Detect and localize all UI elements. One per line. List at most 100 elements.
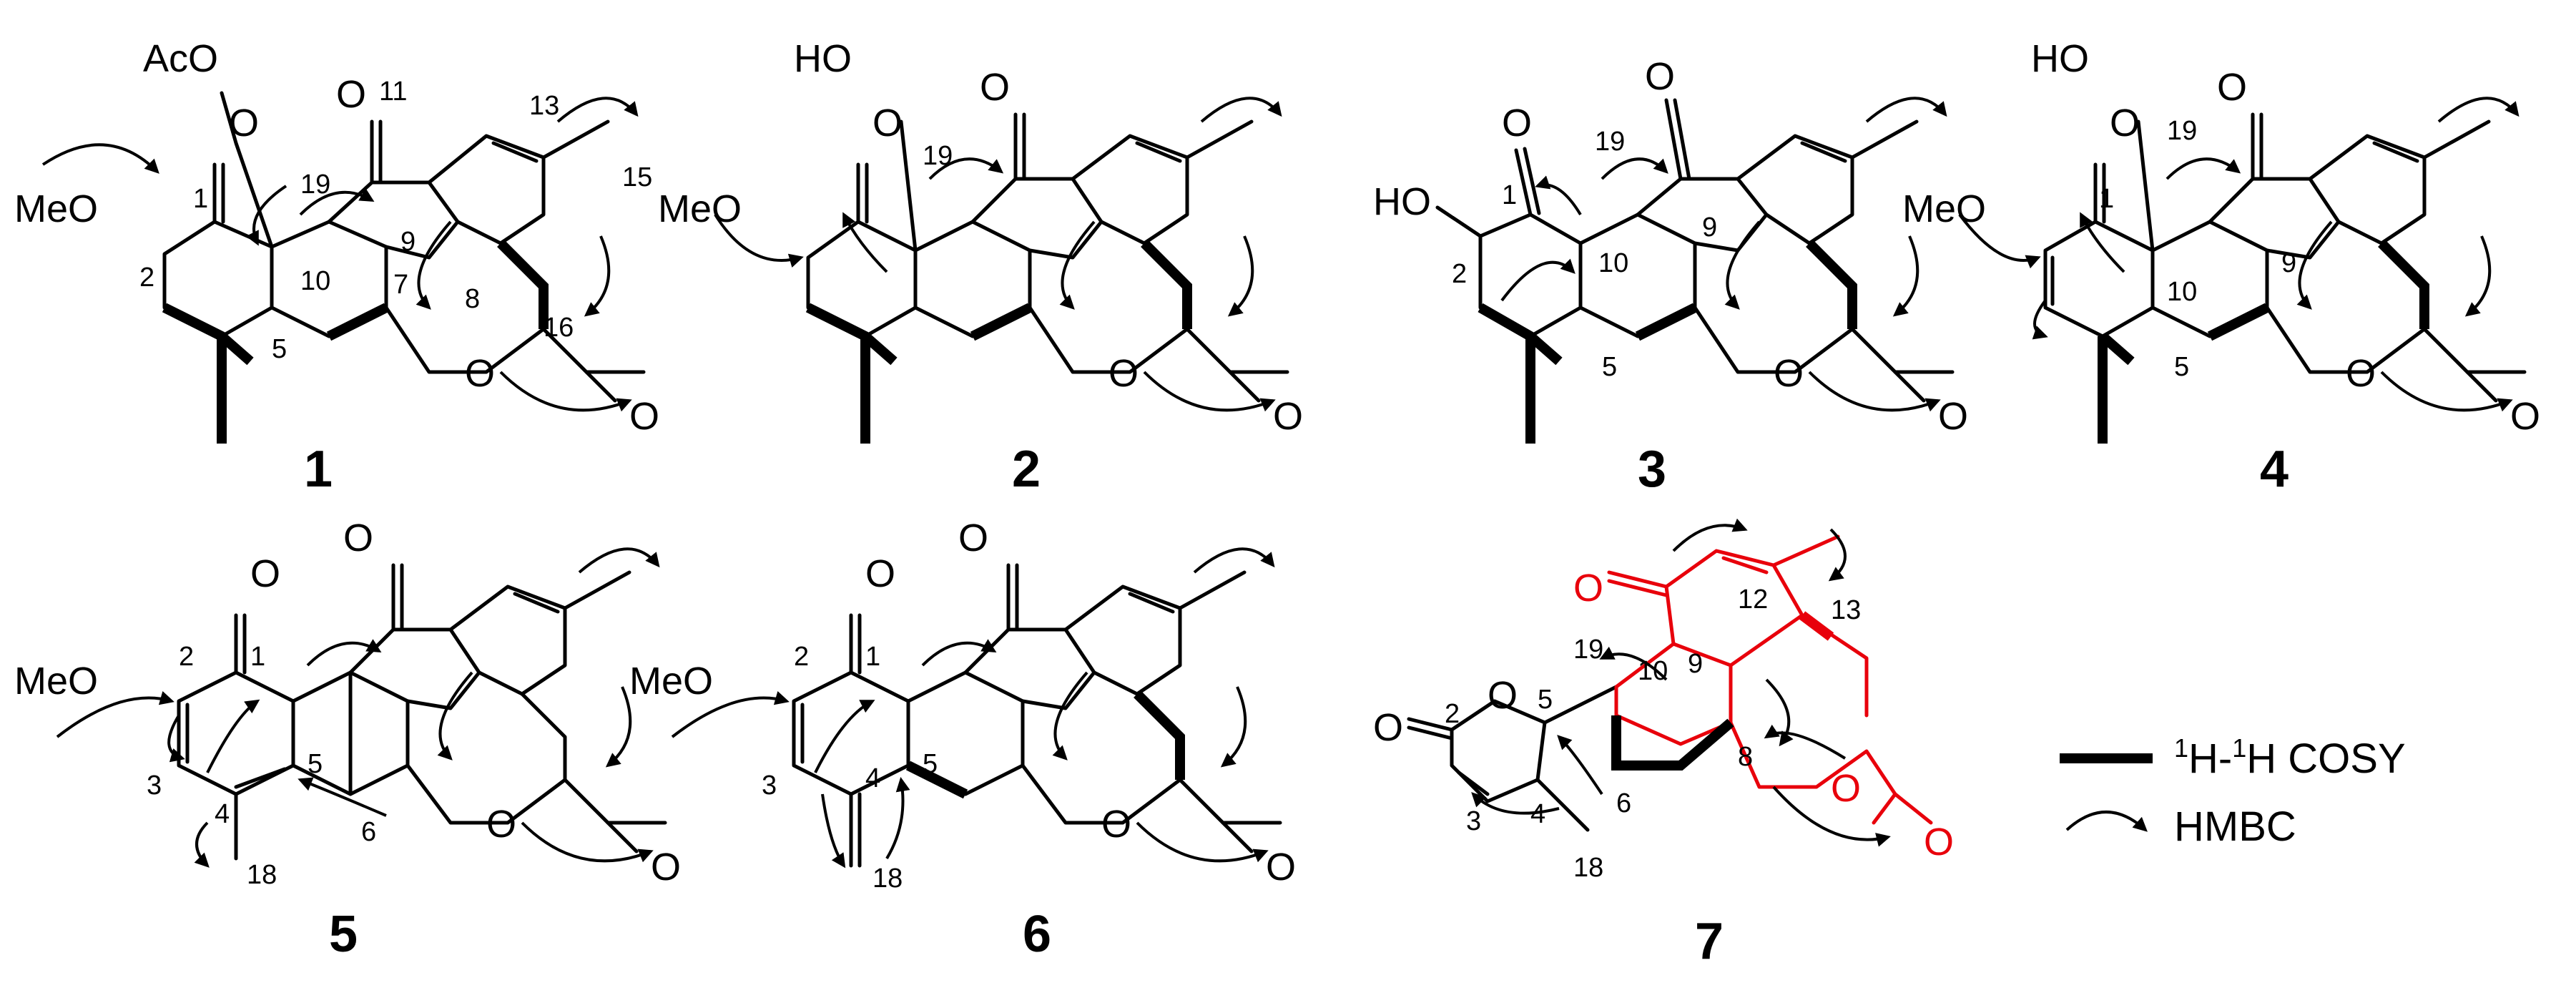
atom-number: 13	[1831, 595, 1861, 625]
atom-number: 1	[2099, 184, 2114, 214]
atom-number: 5	[272, 334, 287, 364]
atom-number: 5	[1602, 352, 1617, 382]
carbonyl-o-c1: O	[865, 552, 895, 595]
carbonyl-o-c1: O	[872, 102, 903, 145]
atom-number: 10	[2167, 277, 2197, 307]
atom-number: 5	[1538, 685, 1553, 715]
compound-6-structure: O O MeO O O 2 1 5 3 4 18 6	[629, 517, 1296, 963]
carbonyl-o-c1: O	[229, 102, 259, 145]
lactone-carbonyl-o: O	[1924, 821, 1954, 864]
carbonyl-o-c11: O	[980, 66, 1010, 109]
compound-label-6: 6	[1023, 906, 1051, 963]
atom-number: 6	[361, 817, 376, 847]
atom-number: 9	[400, 227, 416, 257]
butenolide-ring-o: O	[1488, 674, 1518, 717]
compound-label-1: 1	[304, 441, 333, 498]
legend: 1H-1H COSY HMBC	[2060, 733, 2406, 850]
atom-number: 3	[147, 771, 162, 801]
compound-7-structure: O O O O O 12 13 19 10 9 5 2 8 3 4 6 18 7	[1373, 518, 1954, 970]
atom-number: 19	[923, 141, 953, 171]
lactone-o: O	[1774, 352, 1804, 395]
atom-number: 16	[544, 313, 574, 343]
butenolide-carbonyl-o: O	[1373, 706, 1403, 749]
atom-number: 9	[1702, 212, 1717, 243]
hydroxy-label: HO	[2031, 37, 2089, 80]
carbonyl-o-c11: O	[2217, 66, 2247, 109]
atom-number: 18	[872, 864, 903, 894]
enone-o: O	[1573, 567, 1603, 610]
atom-number: 19	[1595, 127, 1625, 157]
legend-hmbc-arrow	[2065, 811, 2148, 832]
carbonyl-o-c11: O	[1645, 55, 1675, 98]
lactone-o: O	[465, 352, 495, 395]
atom-number: 3	[762, 771, 777, 801]
atom-number: 12	[1738, 585, 1768, 615]
atom-number: 10	[1598, 248, 1628, 278]
legend-cosy-text: 1H-1H COSY	[2174, 733, 2406, 782]
lactone-carbonyl-o: O	[651, 846, 681, 889]
atom-number: 2	[794, 642, 809, 672]
compound-2-structure: HO O O MeO O O 19 2	[658, 37, 1303, 498]
lactone-o: O	[1831, 767, 1861, 810]
legend-hmbc-text: HMBC	[2174, 803, 2296, 850]
lactone-carbonyl-o: O	[1266, 846, 1296, 889]
lactone-o: O	[2346, 352, 2376, 395]
methoxy-label: MeO	[658, 187, 742, 230]
atom-number: 6	[1616, 788, 1631, 818]
atom-number: 4	[1530, 799, 1545, 829]
atom-number: 11	[379, 77, 407, 107]
compound-5-structure: O O MeO O O 2 1 3 5 4 6 18 5	[14, 517, 681, 963]
acetoxy-label: AcO	[143, 37, 218, 80]
compound-label-3: 3	[1638, 441, 1666, 498]
atom-number: 9	[1688, 649, 1703, 679]
hydroxy-label: HO	[1373, 180, 1431, 223]
compound-1-structure: AcO O O MeO O O 11 13 1 19 9 15 2 10 8 7…	[14, 37, 659, 498]
atom-number: 10	[1638, 656, 1668, 686]
compound-label-5: 5	[329, 906, 358, 963]
lactone-carbonyl-o: O	[2510, 395, 2540, 438]
lactone-o: O	[1101, 803, 1131, 846]
carbonyl-o-c1: O	[1502, 102, 1532, 145]
atom-number: 9	[2281, 248, 2296, 278]
carbonyl-o-c11: O	[343, 517, 373, 559]
methoxy-label: MeO	[14, 660, 98, 703]
atom-number: 13	[529, 91, 559, 121]
atom-number: 4	[865, 763, 880, 793]
compound-label-2: 2	[1012, 441, 1041, 498]
atom-number: 5	[2174, 352, 2189, 382]
atom-number: 18	[247, 860, 277, 890]
carbonyl-o-c11: O	[336, 73, 366, 116]
atom-number: 15	[622, 162, 652, 192]
atom-number: 19	[300, 170, 330, 200]
atom-number: 2	[139, 263, 154, 293]
atom-number: 19	[1573, 635, 1603, 665]
lactone-carbonyl-o: O	[1938, 395, 1968, 438]
atom-number: 3	[1466, 806, 1481, 836]
lactone-carbonyl-o: O	[629, 395, 659, 438]
atom-number: 18	[1573, 853, 1603, 883]
methoxy-label: MeO	[14, 187, 98, 230]
compound-3-structure: O O HO O O 19 1 2 10 9 5 3	[1373, 55, 1968, 498]
carbonyl-o-c11: O	[958, 517, 988, 559]
compound-label-4: 4	[2260, 441, 2289, 498]
atom-number: 7	[393, 270, 408, 300]
methoxy-label: MeO	[629, 660, 713, 703]
lactone-o: O	[486, 803, 516, 846]
atom-number: 1	[1502, 180, 1517, 210]
atom-number: 2	[1445, 699, 1460, 729]
compound-label-7: 7	[1695, 913, 1724, 970]
atom-number: 1	[865, 642, 880, 672]
atom-number: 19	[2167, 116, 2197, 146]
methoxy-label: MeO	[1902, 187, 1986, 230]
hydroxy-label: HO	[794, 37, 852, 80]
atom-number: 2	[179, 642, 194, 672]
lactone-carbonyl-o: O	[1273, 395, 1303, 438]
atom-number: 10	[300, 266, 330, 296]
atom-number: 1	[193, 184, 208, 214]
atom-number: 2	[1452, 259, 1467, 289]
compound-4-structure: HO O O MeO O O 19 1 10 9 5 4	[1902, 37, 2540, 498]
atom-number: 4	[215, 799, 230, 829]
lactone-o: O	[1108, 352, 1139, 395]
carbonyl-o-c1: O	[2110, 102, 2140, 145]
